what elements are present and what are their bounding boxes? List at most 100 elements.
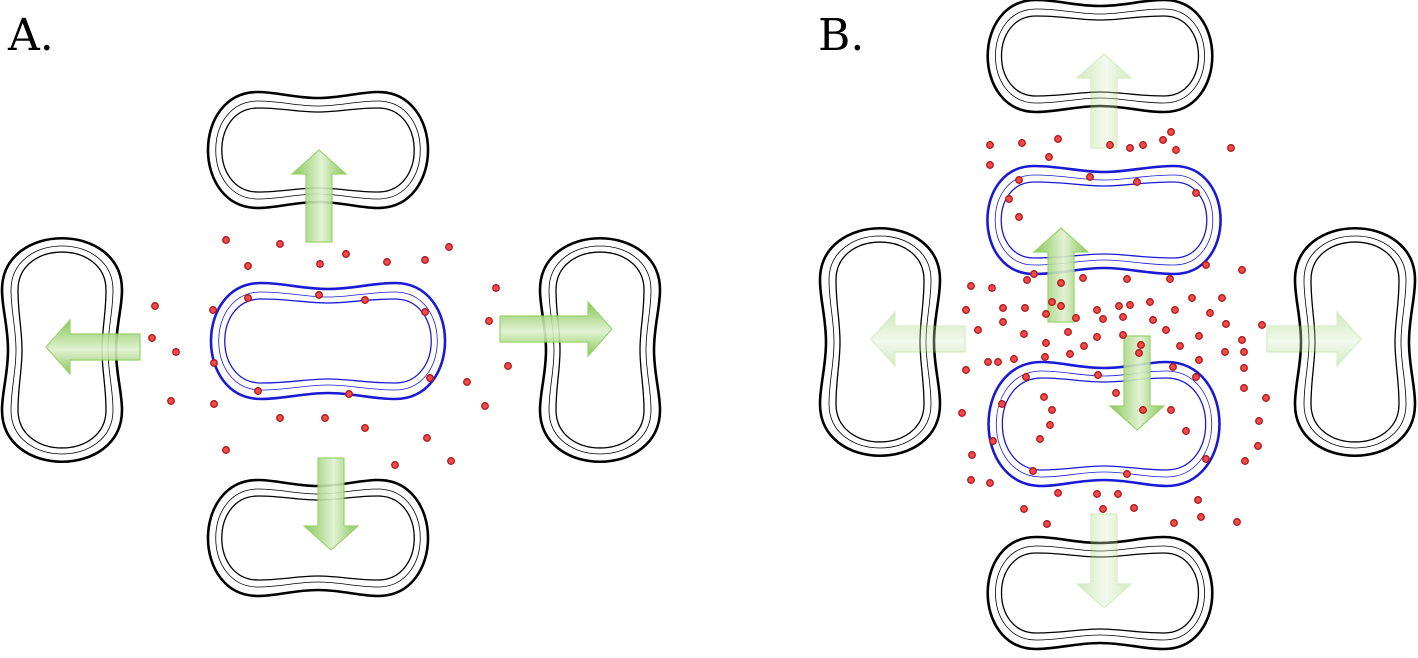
particle	[1167, 128, 1175, 136]
particle	[1192, 189, 1200, 197]
particle	[1238, 336, 1246, 344]
cell-layer	[215, 100, 421, 200]
panel-a	[0, 90, 662, 598]
particle	[1149, 316, 1157, 324]
particle	[361, 296, 369, 304]
arrow-left	[45, 318, 141, 376]
cell-layer	[218, 291, 438, 391]
cell-top	[206, 90, 430, 210]
particle	[968, 451, 976, 459]
particle	[276, 414, 284, 422]
particle	[1057, 302, 1065, 310]
particle	[1057, 279, 1065, 287]
particle	[1042, 310, 1050, 318]
particle	[1079, 274, 1087, 282]
particle	[1029, 467, 1037, 475]
particle	[222, 446, 230, 454]
particle	[1022, 373, 1030, 381]
cell-layer	[994, 174, 1214, 266]
cell-membrane	[555, 251, 645, 449]
particle	[244, 294, 252, 302]
particle	[1119, 313, 1127, 321]
particle	[1194, 496, 1202, 504]
cell-membrane	[1000, 15, 1200, 97]
particle	[986, 161, 994, 169]
particle	[1166, 275, 1174, 283]
particle	[1112, 389, 1120, 397]
particle	[994, 358, 1002, 366]
arrow-down-inner	[1108, 335, 1166, 431]
cell-top	[986, 0, 1214, 114]
particle	[986, 479, 994, 487]
particle	[1221, 348, 1229, 356]
particle-group	[958, 128, 1270, 528]
arrow-up	[290, 149, 348, 243]
particle-group	[148, 236, 512, 469]
particle	[342, 250, 350, 258]
particle	[1042, 339, 1050, 347]
particle	[1072, 314, 1080, 322]
particle	[1048, 406, 1056, 414]
cell-wall	[818, 227, 942, 457]
particle	[1126, 144, 1134, 152]
particle	[1202, 261, 1210, 269]
particle	[1054, 489, 1062, 497]
particle	[1080, 342, 1088, 350]
particle	[998, 400, 1006, 408]
cell-membrane	[835, 241, 925, 443]
particle	[1218, 294, 1226, 302]
particle	[1258, 321, 1266, 329]
particle	[1172, 146, 1180, 154]
cell-wall	[987, 360, 1221, 488]
particle	[1043, 520, 1051, 528]
particle	[254, 387, 262, 395]
particle	[1195, 332, 1203, 340]
particle	[1086, 173, 1094, 181]
cell-layer	[995, 8, 1205, 104]
particle	[986, 141, 994, 149]
particle	[1066, 350, 1074, 358]
particle	[361, 424, 369, 432]
particle	[1126, 301, 1134, 309]
particle	[1023, 276, 1031, 284]
arrow-down	[302, 457, 360, 551]
arrow-right-faded	[1266, 310, 1362, 368]
particle	[1123, 275, 1131, 283]
particle	[492, 284, 500, 292]
particle	[421, 308, 429, 316]
particle	[463, 378, 471, 386]
particle	[244, 262, 252, 270]
particle	[167, 397, 175, 405]
cell-layer	[1303, 235, 1407, 449]
particle	[1005, 195, 1013, 203]
particle	[1093, 490, 1101, 498]
particle	[1020, 505, 1028, 513]
particle	[1094, 371, 1102, 379]
particle	[210, 400, 218, 408]
particle	[1176, 342, 1184, 350]
particle	[1133, 178, 1141, 186]
particle	[1106, 141, 1114, 149]
particle	[1195, 356, 1203, 364]
particle	[984, 358, 992, 366]
cell-right	[538, 237, 662, 463]
arrow-down-faded	[1075, 513, 1133, 609]
cell-wall	[1293, 227, 1417, 457]
particle	[1139, 141, 1147, 149]
arrow-up-inner	[1032, 227, 1090, 323]
particle	[426, 374, 434, 382]
particle	[1162, 326, 1170, 334]
particle	[1135, 349, 1143, 357]
particle	[967, 282, 975, 290]
particle	[1182, 427, 1190, 435]
particle	[383, 258, 391, 266]
particle	[1045, 153, 1053, 161]
particle	[1171, 306, 1179, 314]
particle	[1254, 442, 1262, 450]
cell-wall	[209, 281, 447, 401]
particle	[1064, 328, 1072, 336]
particle	[962, 366, 970, 374]
particle	[148, 334, 156, 342]
particle	[1227, 144, 1235, 152]
particle	[1139, 406, 1147, 414]
